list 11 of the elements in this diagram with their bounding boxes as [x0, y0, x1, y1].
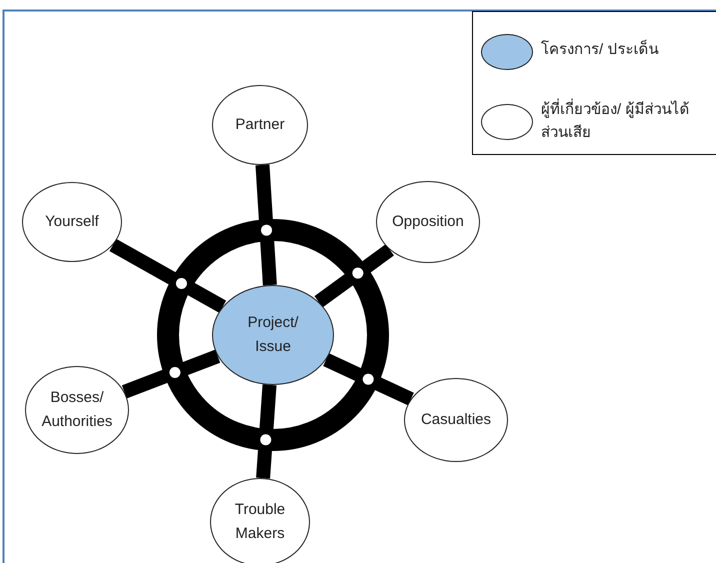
wheel-spoke	[255, 164, 277, 286]
stakeholder-ellipse: Opposition	[376, 181, 480, 263]
stakeholder-ellipse: Trouble Makers	[210, 478, 310, 563]
stakeholder-ellipse: Partner	[212, 85, 308, 165]
topic-ellipse: Project/ Issue	[212, 285, 334, 385]
stakeholder-ellipse: Bosses/ Authorities	[25, 366, 129, 454]
legend-label: โครงการ/ ประเด็น	[541, 39, 660, 60]
stakeholder-ellipse: Yourself	[22, 182, 122, 262]
stakeholder-ellipse: Casualties	[404, 378, 508, 462]
wheel-spoke	[109, 238, 226, 313]
legend-label: ผู้ที่เกี่ยวข้อง/ ผู้มีส่วนได้ส่วนเสีย	[541, 99, 691, 144]
